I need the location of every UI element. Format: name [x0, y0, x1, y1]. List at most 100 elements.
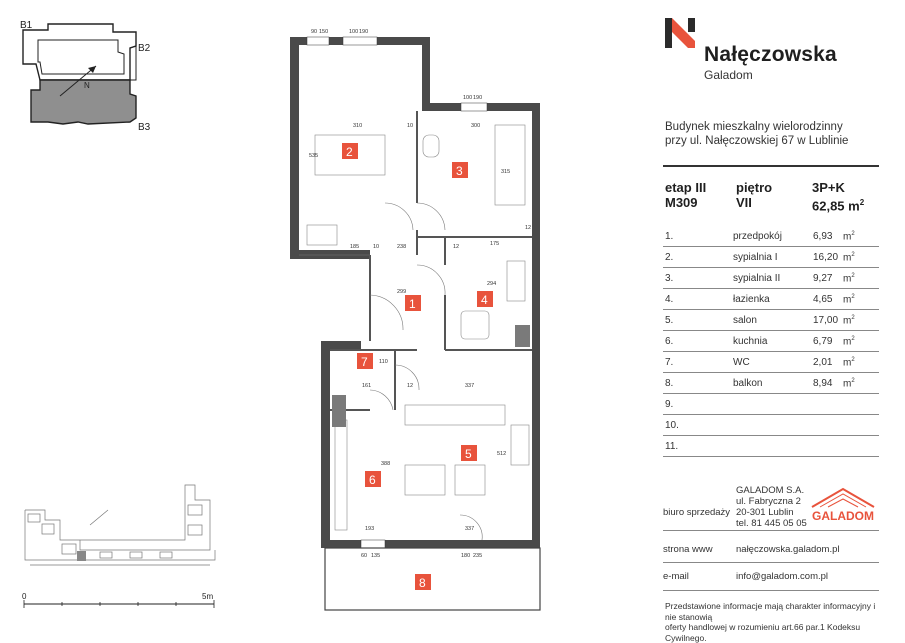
sales-phone[interactable]: tel. 81 445 05 05 — [736, 518, 807, 529]
site-north-arrow-icon — [89, 509, 109, 526]
svg-text:8: 8 — [419, 576, 426, 590]
floor-label: piętro — [736, 180, 773, 195]
site-plan-highlighted-unit — [77, 551, 86, 561]
svg-text:100: 100 — [463, 95, 472, 101]
north-arrow-icon — [59, 65, 97, 97]
room-tag-1: 1 — [405, 295, 421, 311]
exterior-walls — [290, 37, 540, 548]
svg-text:315: 315 — [501, 169, 510, 175]
svg-text:294: 294 — [487, 281, 496, 287]
balcony-outline — [324, 547, 541, 611]
sales-office-address: GALADOM S.A. ul. Fabryczna 2 20-301 Lubl… — [736, 485, 816, 529]
svg-text:180: 180 — [461, 553, 470, 559]
dimension-labels: 90 150 100 190 100 190 310 10 300 535 31… — [309, 29, 531, 559]
apartment-area: 62,85 m2 — [812, 198, 865, 214]
svg-text:4: 4 — [481, 293, 488, 307]
room-tag-2: 2 — [342, 143, 358, 159]
room-tag-6: 6 — [365, 471, 381, 487]
apartment-type: 3P+K — [812, 180, 845, 195]
sales-office-label: biuro sprzedaży — [663, 507, 731, 518]
stage-label: etap III — [665, 180, 707, 195]
svg-text:190: 190 — [359, 29, 368, 35]
north-arrow-head-icon — [88, 66, 96, 73]
svg-text:337: 337 — [465, 383, 474, 389]
svg-text:110: 110 — [379, 359, 388, 365]
svg-text:100: 100 — [349, 29, 358, 35]
svg-text:90: 90 — [311, 29, 317, 35]
svg-text:235: 235 — [473, 553, 482, 559]
brand-name: Nałęczowska — [704, 43, 837, 66]
room-row: 10. — [663, 414, 879, 436]
floor-value: VII — [736, 195, 752, 210]
room-row: 9. — [663, 393, 879, 415]
email-link[interactable]: info@galadom.com.pl — [736, 571, 829, 582]
scale-end: 5m — [202, 592, 213, 601]
apartment-floor-plan: 1 2 3 4 5 6 7 8 90 150 100 190 100 190 3… — [290, 29, 541, 611]
svg-text:185: 185 — [350, 244, 359, 250]
scale-start: 0 — [22, 592, 27, 601]
room-tag-8: 8 — [415, 574, 431, 590]
svg-text:161: 161 — [362, 383, 371, 389]
room-tag-5: 5 — [461, 445, 477, 461]
svg-text:1: 1 — [409, 297, 416, 311]
svg-text:10: 10 — [407, 123, 413, 129]
svg-text:135: 135 — [371, 553, 380, 559]
svg-text:238: 238 — [397, 244, 406, 250]
key-plan-b2-notch — [129, 45, 137, 81]
key-plan-b3-wing-highlighted — [30, 79, 137, 125]
header-rule — [663, 165, 879, 167]
svg-text:300: 300 — [471, 123, 480, 129]
brand-subtitle: Galadom — [704, 68, 753, 82]
website-link[interactable]: nałęczowska.galadom.pl — [736, 544, 840, 555]
apartment-code: M309 — [665, 195, 698, 210]
north-label: N — [84, 81, 90, 90]
room-tag-7: 7 — [357, 353, 373, 369]
sales-company: GALADOM S.A. — [736, 485, 805, 496]
svg-text:535: 535 — [309, 153, 318, 159]
svg-text:2: 2 — [346, 145, 353, 159]
svg-text:150: 150 — [319, 29, 328, 35]
svg-text:7: 7 — [361, 355, 368, 369]
svg-text:190: 190 — [473, 95, 482, 101]
svg-text:GALADOM: GALADOM — [812, 509, 874, 523]
sales-city: 20-301 Lublin — [736, 507, 794, 518]
svg-text:12: 12 — [453, 244, 459, 250]
interior-walls — [299, 111, 532, 411]
room-tag-4: 4 — [477, 291, 493, 307]
svg-text:12: 12 — [525, 225, 531, 231]
room-row: 11. — [663, 435, 879, 457]
galadom-logo-icon: GALADOM — [811, 487, 875, 523]
svg-text:3: 3 — [456, 164, 463, 178]
svg-text:6: 6 — [369, 473, 376, 487]
divider — [663, 590, 879, 591]
key-plan-label-b1: B1 — [20, 20, 33, 31]
key-plan-inner-outline — [37, 39, 125, 75]
sales-street: ul. Fabryczna 2 — [736, 496, 801, 507]
room-tag-3: 3 — [452, 162, 468, 178]
svg-text:60: 60 — [361, 553, 367, 559]
svg-text:175: 175 — [490, 241, 499, 247]
svg-text:337: 337 — [465, 526, 474, 532]
svg-text:388: 388 — [381, 461, 390, 467]
svg-text:12: 12 — [407, 383, 413, 389]
svg-text:310: 310 — [353, 123, 362, 129]
divider — [663, 562, 879, 563]
key-plan-label-b3: B3 — [138, 122, 151, 133]
svg-text:299: 299 — [397, 289, 406, 295]
building-key-plan: N B1 B2 B3 — [20, 20, 151, 133]
scale-bar: 0 5m — [22, 592, 215, 608]
website-label: strona www — [663, 544, 713, 555]
building-description-line2: przy ul. Nałęczowskiej 67 w Lublinie — [665, 135, 849, 147]
svg-text:512: 512 — [497, 451, 506, 457]
svg-text:10: 10 — [373, 244, 379, 250]
svg-text:5: 5 — [465, 447, 472, 461]
naleczowska-logo-icon — [665, 18, 695, 48]
